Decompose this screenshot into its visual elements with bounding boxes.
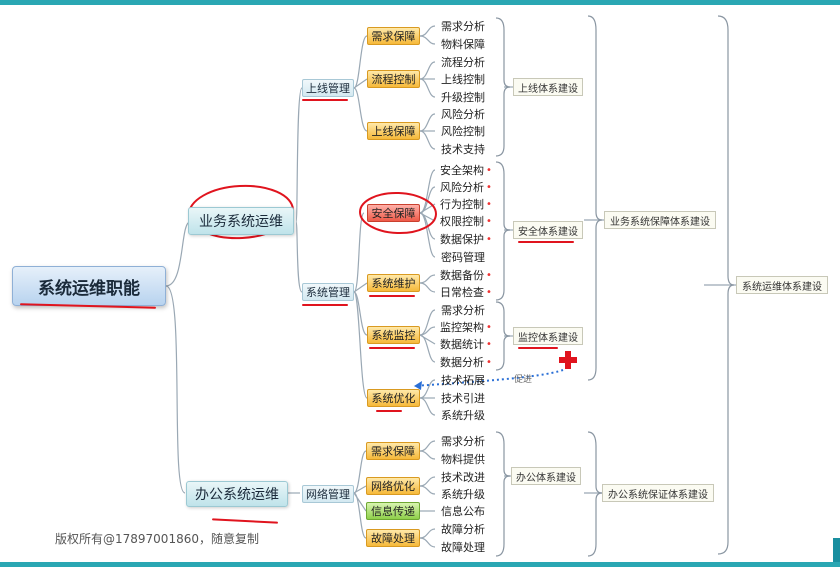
leaf-tech-support[interactable]: 技术支持 bbox=[441, 143, 485, 156]
leaf-process-analysis[interactable]: 流程分析 bbox=[441, 56, 485, 69]
online-guarantee-node[interactable]: 上线保障 bbox=[367, 122, 420, 140]
network-mgmt-node[interactable]: 网络管理 bbox=[302, 485, 354, 503]
bottom-accent-bar bbox=[0, 562, 840, 567]
red-dot: • bbox=[486, 164, 492, 176]
leaf-online-control[interactable]: 上线控制 bbox=[441, 73, 485, 86]
summary-security-system[interactable]: 安全体系建设 bbox=[513, 221, 583, 239]
security-guarantee-node[interactable]: 安全保障 bbox=[367, 204, 420, 222]
leaf-security-arch[interactable]: 安全架构• bbox=[440, 164, 492, 177]
leaf-daily-check[interactable]: 日常检查• bbox=[440, 286, 492, 299]
leaf-system-upgrade-2[interactable]: 系统升级 bbox=[441, 488, 485, 501]
red-dot: • bbox=[486, 233, 492, 245]
office-demand-node[interactable]: 需求保障 bbox=[366, 442, 420, 460]
leaf-demand-analysis-2[interactable]: 需求分析 bbox=[441, 304, 485, 317]
leaf-info-publish[interactable]: 信息公布 bbox=[441, 505, 485, 518]
leaf-fault-process[interactable]: 故障处理 bbox=[441, 541, 485, 554]
copyright-footer: 版权所有@17897001860，随意复制 bbox=[55, 532, 259, 546]
leaf-data-backup[interactable]: 数据备份• bbox=[440, 269, 492, 282]
annotation-underline-maintenance bbox=[369, 295, 415, 297]
summary-business-guarantee[interactable]: 业务系统保障体系建设 bbox=[604, 211, 716, 229]
annotation-underline-security-system bbox=[518, 241, 574, 243]
red-dot: • bbox=[486, 181, 492, 193]
office-ops-node[interactable]: 办公系统运维 bbox=[186, 481, 288, 507]
leaf-risk-control[interactable]: 风险控制 bbox=[441, 125, 485, 138]
network-optimization-node[interactable]: 网络优化 bbox=[366, 477, 420, 495]
fault-handling-node[interactable]: 故障处理 bbox=[366, 529, 420, 547]
leaf-data-analysis[interactable]: 数据分析• bbox=[440, 356, 492, 369]
annotation-underline-monitor-system bbox=[518, 347, 558, 349]
system-optimization-node[interactable]: 系统优化 bbox=[367, 389, 420, 407]
leaf-risk-analysis-2[interactable]: 风险分析• bbox=[440, 181, 492, 194]
demand-guarantee-node[interactable]: 需求保障 bbox=[367, 27, 420, 45]
summary-office-system[interactable]: 办公体系建设 bbox=[511, 467, 581, 485]
promote-label: 促进 bbox=[514, 375, 533, 385]
red-dot: • bbox=[486, 286, 492, 298]
top-accent-bar bbox=[0, 0, 840, 5]
red-dot: • bbox=[486, 321, 492, 333]
red-dot: • bbox=[486, 338, 492, 350]
leaf-risk-analysis[interactable]: 风险分析 bbox=[441, 108, 485, 121]
leaf-password-mgmt[interactable]: 密码管理 bbox=[441, 251, 485, 264]
leaf-tech-improve[interactable]: 技术改进 bbox=[441, 471, 485, 484]
leaf-tech-intro[interactable]: 技术引进 bbox=[441, 392, 485, 405]
system-maintenance-node[interactable]: 系统维护 bbox=[367, 274, 420, 292]
info-transfer-node[interactable]: 信息传递 bbox=[366, 502, 420, 520]
leaf-behavior-control[interactable]: 行为控制• bbox=[440, 198, 492, 211]
system-mgmt-node[interactable]: 系统管理 bbox=[302, 283, 354, 301]
annotation-underline-optimization bbox=[376, 410, 402, 412]
leaf-office-demand-analysis[interactable]: 需求分析 bbox=[441, 435, 485, 448]
red-dot: • bbox=[486, 215, 492, 227]
summary-monitor-system[interactable]: 监控体系建设 bbox=[513, 327, 583, 345]
leaf-monitor-arch[interactable]: 监控架构• bbox=[440, 321, 492, 334]
leaf-data-protection[interactable]: 数据保护• bbox=[440, 233, 492, 246]
online-mgmt-node[interactable]: 上线管理 bbox=[302, 79, 354, 97]
summary-online-system[interactable]: 上线体系建设 bbox=[513, 78, 583, 96]
leaf-upgrade-control[interactable]: 升级控制 bbox=[441, 91, 485, 104]
annotation-underline-monitoring bbox=[369, 347, 415, 349]
annotation-underline-online bbox=[302, 99, 348, 101]
leaf-demand-analysis[interactable]: 需求分析 bbox=[441, 20, 485, 33]
leaf-data-stats[interactable]: 数据统计• bbox=[440, 338, 492, 351]
red-dot: • bbox=[486, 356, 492, 368]
red-dot: • bbox=[486, 198, 492, 210]
leaf-tech-expand[interactable]: 技术拓展 bbox=[441, 374, 485, 387]
red-cross-icon bbox=[559, 351, 577, 369]
leaf-system-upgrade[interactable]: 系统升级 bbox=[441, 409, 485, 422]
leaf-material-guarantee[interactable]: 物料保障 bbox=[441, 38, 485, 51]
corner-mark bbox=[833, 538, 840, 562]
summary-ops-system[interactable]: 系统运维体系建设 bbox=[736, 276, 828, 294]
system-monitoring-node[interactable]: 系统监控 bbox=[367, 326, 420, 344]
leaf-material-supply[interactable]: 物料提供 bbox=[441, 453, 485, 466]
annotation-underline-system bbox=[302, 304, 348, 306]
leaf-permission-control[interactable]: 权限控制• bbox=[440, 215, 492, 228]
red-dot: • bbox=[486, 269, 492, 281]
process-control-node[interactable]: 流程控制 bbox=[367, 70, 420, 88]
business-ops-node[interactable]: 业务系统运维 bbox=[188, 207, 294, 235]
root-node[interactable]: 系统运维职能 bbox=[12, 266, 166, 306]
summary-office-guarantee[interactable]: 办公系统保证体系建设 bbox=[602, 484, 714, 502]
leaf-fault-analysis[interactable]: 故障分析 bbox=[441, 523, 485, 536]
